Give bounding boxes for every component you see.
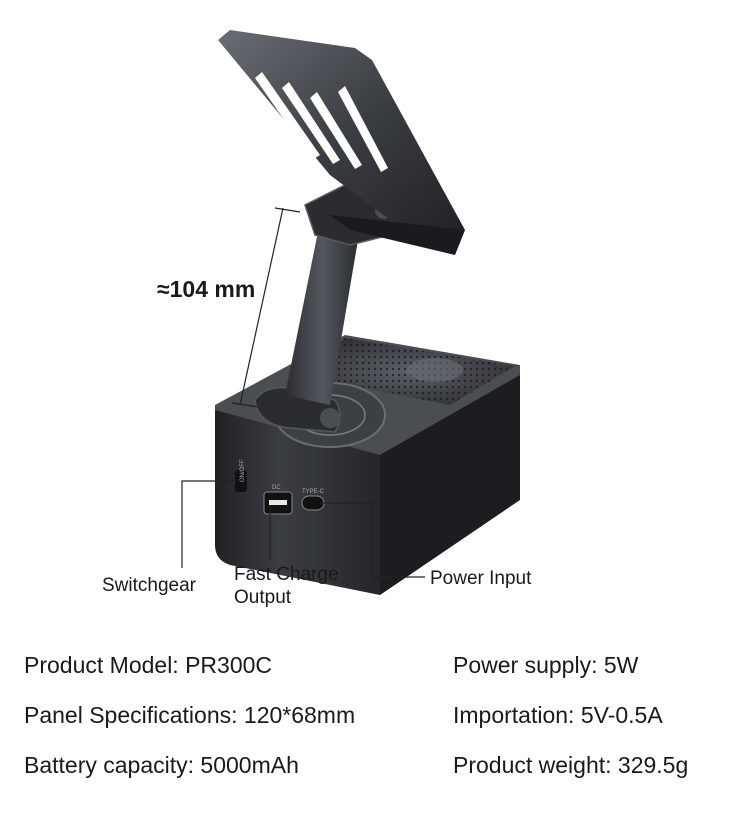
port-label-switch: ON/OFF (240, 459, 246, 482)
spec-product-model: Product Model: PR300C (24, 652, 273, 678)
slot-3 (310, 92, 362, 169)
phone-stand-speaker-illustration: ON/OFF DC TYPE-C (181, 30, 520, 595)
spec-power-supply: Power supply: 5W (453, 652, 639, 678)
spec-importation: Importation: 5V-0.5A (453, 702, 663, 728)
callout-fast-charge: Fast Charge Output (234, 563, 339, 609)
support-arm (285, 222, 360, 405)
callout-fast-charge-line-2: Output (234, 587, 292, 608)
slot-1 (255, 72, 320, 160)
slot-2 (282, 82, 340, 164)
base-side (380, 375, 520, 595)
height-dimension-label: ≈104 mm (157, 276, 256, 302)
port-label-usb-a: DC (272, 485, 281, 491)
spec-battery-capacity: Battery capacity: 5000mAh (24, 752, 299, 778)
callout-switchgear: Switchgear (102, 575, 196, 596)
callout-fast-charge-line-1: Fast Charge (234, 564, 339, 585)
dimension-line (239, 207, 284, 406)
switch-port (235, 470, 247, 492)
port-label-usb-c: TYPE-C (302, 489, 325, 495)
spec-product-weight: Product weight: 329.5g (453, 752, 689, 778)
slot-4 (338, 86, 388, 172)
base-front (215, 410, 380, 595)
leader-power-input (320, 502, 425, 578)
leader-switch (181, 480, 236, 568)
callout-power-input: Power Input (430, 568, 532, 589)
spec-panel-specifications: Panel Specifications: 120*68mm (24, 702, 356, 728)
